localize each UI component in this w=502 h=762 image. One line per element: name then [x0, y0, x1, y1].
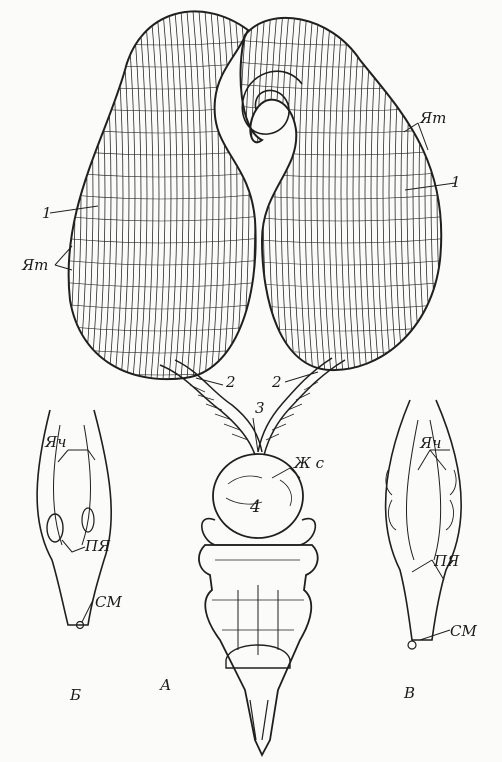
- label-3: 3: [255, 399, 265, 417]
- label-egg-cells-v: Яч: [419, 434, 441, 452]
- label-panel-a: А: [159, 676, 171, 694]
- label-panel-b: Б: [69, 686, 81, 704]
- right-ovary: [227, 0, 450, 385]
- label-ovarian-tubes-right: Яm: [419, 109, 446, 127]
- label-accessory-glands: Ж с: [293, 454, 325, 472]
- left-ovary: [60, 0, 267, 390]
- label-2-left: 2: [225, 373, 236, 391]
- label-panel-v: В: [403, 684, 415, 702]
- label-1-left: 1: [42, 204, 52, 222]
- label-mature-egg-v: ПЯ: [433, 552, 460, 570]
- label-4: 4: [249, 497, 261, 517]
- left-ovary-tubes: [60, 0, 267, 390]
- label-sperm-mass-v: СМ: [450, 622, 477, 640]
- label-sperm-mass-b: СМ: [95, 593, 122, 611]
- label-1-right: 1: [451, 173, 461, 191]
- label-mature-egg-b: ПЯ: [84, 537, 111, 555]
- label-ovarian-tubes-left: Яm: [21, 256, 48, 274]
- label-2-right: 2: [271, 373, 282, 391]
- label-egg-cells-b: Яч: [44, 433, 66, 451]
- right-ovary-tubes: [227, 0, 450, 385]
